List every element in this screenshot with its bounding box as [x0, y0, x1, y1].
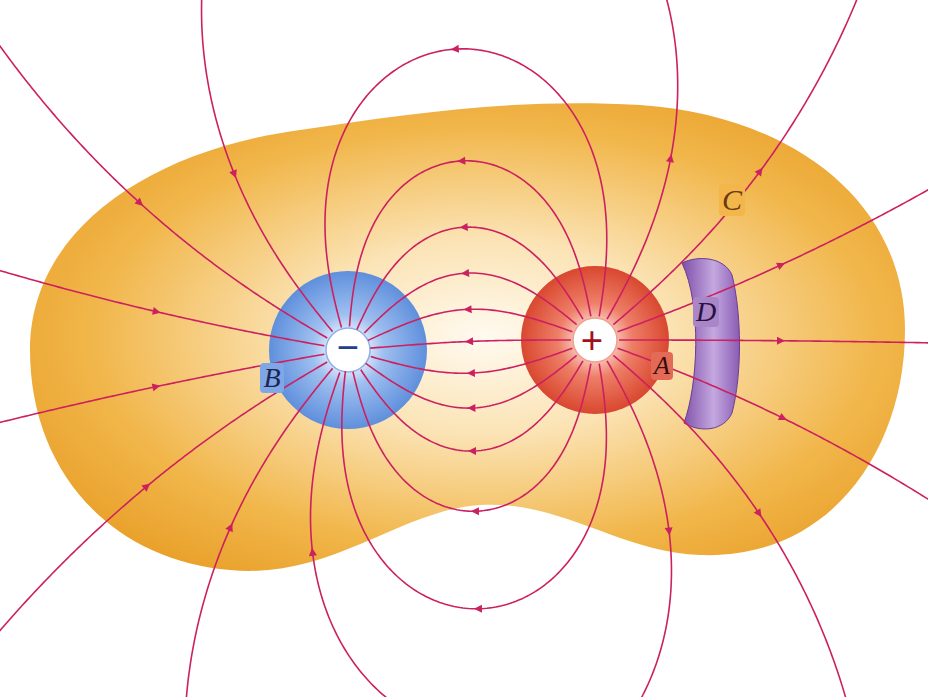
sphere-label: B	[260, 363, 283, 393]
conductor-label: D	[693, 297, 719, 327]
charge-sign: −	[334, 327, 363, 369]
field-arrowhead	[474, 605, 482, 613]
region-fill	[30, 103, 905, 571]
negative-sphere: −B	[268, 270, 428, 430]
small-conductor-outline	[668, 255, 742, 432]
charge-sign: +	[578, 320, 607, 362]
field-arrowhead	[451, 45, 459, 53]
field-arrowhead	[471, 507, 479, 515]
conductor-body	[682, 259, 740, 429]
charge-core	[326, 328, 370, 372]
sphere-label: A	[651, 352, 673, 380]
sphere-body	[269, 271, 427, 429]
sphere-body	[521, 266, 669, 414]
small-conductor: D	[668, 255, 742, 432]
region-label: C	[719, 184, 745, 216]
charge-core	[573, 318, 617, 362]
